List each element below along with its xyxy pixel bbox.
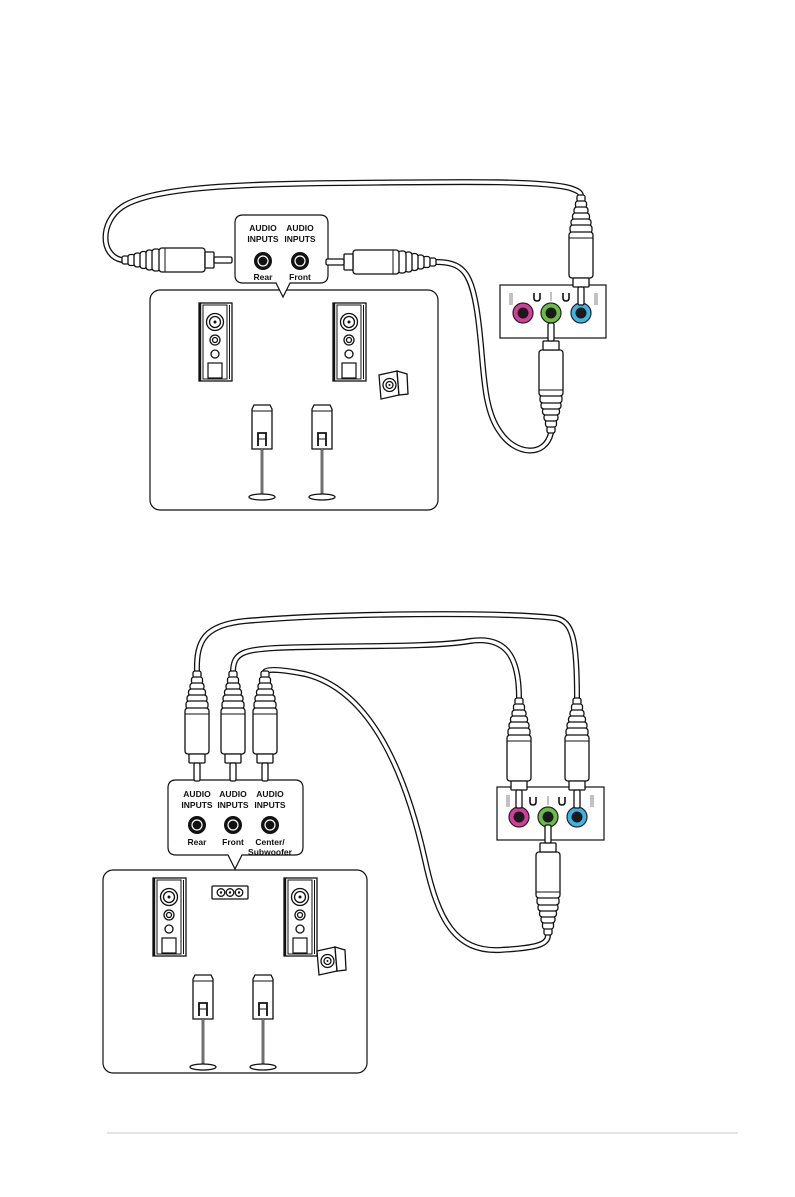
center-speaker-icon	[212, 886, 248, 899]
diagram-four-channel: AUDIO INPUTS Rear AUDIO INPUTS Front	[106, 182, 607, 510]
jack-socket	[261, 816, 279, 834]
jack-socket	[254, 252, 272, 270]
line-out-port[interactable]	[541, 303, 561, 323]
mic-in-port[interactable]	[513, 303, 533, 323]
jack-socket	[224, 816, 242, 834]
jack-header: INPUTS	[247, 234, 279, 244]
jack-socket	[188, 816, 206, 834]
subwoofer-icon	[379, 371, 408, 399]
jack-header: AUDIO	[183, 789, 211, 799]
jack-header: AUDIO	[286, 223, 314, 233]
speaker-group-box	[150, 290, 438, 510]
tall-speaker-icon	[284, 878, 317, 956]
tall-speaker-icon	[199, 303, 232, 381]
jack-label: Rear	[188, 837, 208, 847]
mic-in-port[interactable]	[509, 807, 529, 827]
rca-plug-icon[interactable]	[536, 825, 560, 935]
tall-speaker-icon	[153, 878, 186, 956]
jack-header: AUDIO	[256, 789, 284, 799]
jack-label: Front	[222, 837, 244, 847]
line-out-port[interactable]	[538, 807, 558, 827]
rca-plug-icon[interactable]	[539, 323, 563, 433]
jack-header: INPUTS	[254, 800, 286, 810]
rca-plug-icon[interactable]	[185, 671, 209, 781]
jack-label: Front	[289, 272, 311, 282]
jack-socket	[291, 252, 309, 270]
jack-header: AUDIO	[219, 789, 247, 799]
jack-header: INPUTS	[217, 800, 249, 810]
jack-header: INPUTS	[181, 800, 213, 810]
jack-header: INPUTS	[284, 234, 316, 244]
rca-plug-icon[interactable]	[326, 250, 436, 274]
jack-header: AUDIO	[249, 223, 277, 233]
rca-plug-icon[interactable]	[122, 248, 232, 272]
jack-label: Rear	[254, 272, 274, 282]
line-in-port[interactable]	[571, 303, 591, 323]
rca-plug-icon[interactable]	[253, 671, 277, 781]
tall-speaker-icon	[333, 303, 366, 381]
diagram-six-channel: AUDIO INPUTS Rear AUDIO INPUTS Front AUD…	[103, 614, 604, 1073]
subwoofer-icon	[317, 947, 346, 975]
jack-label: Subwoofer	[248, 847, 293, 857]
line-in-port[interactable]	[567, 807, 587, 827]
rca-plug-icon[interactable]	[221, 671, 245, 781]
jack-label: Center/	[255, 837, 285, 847]
